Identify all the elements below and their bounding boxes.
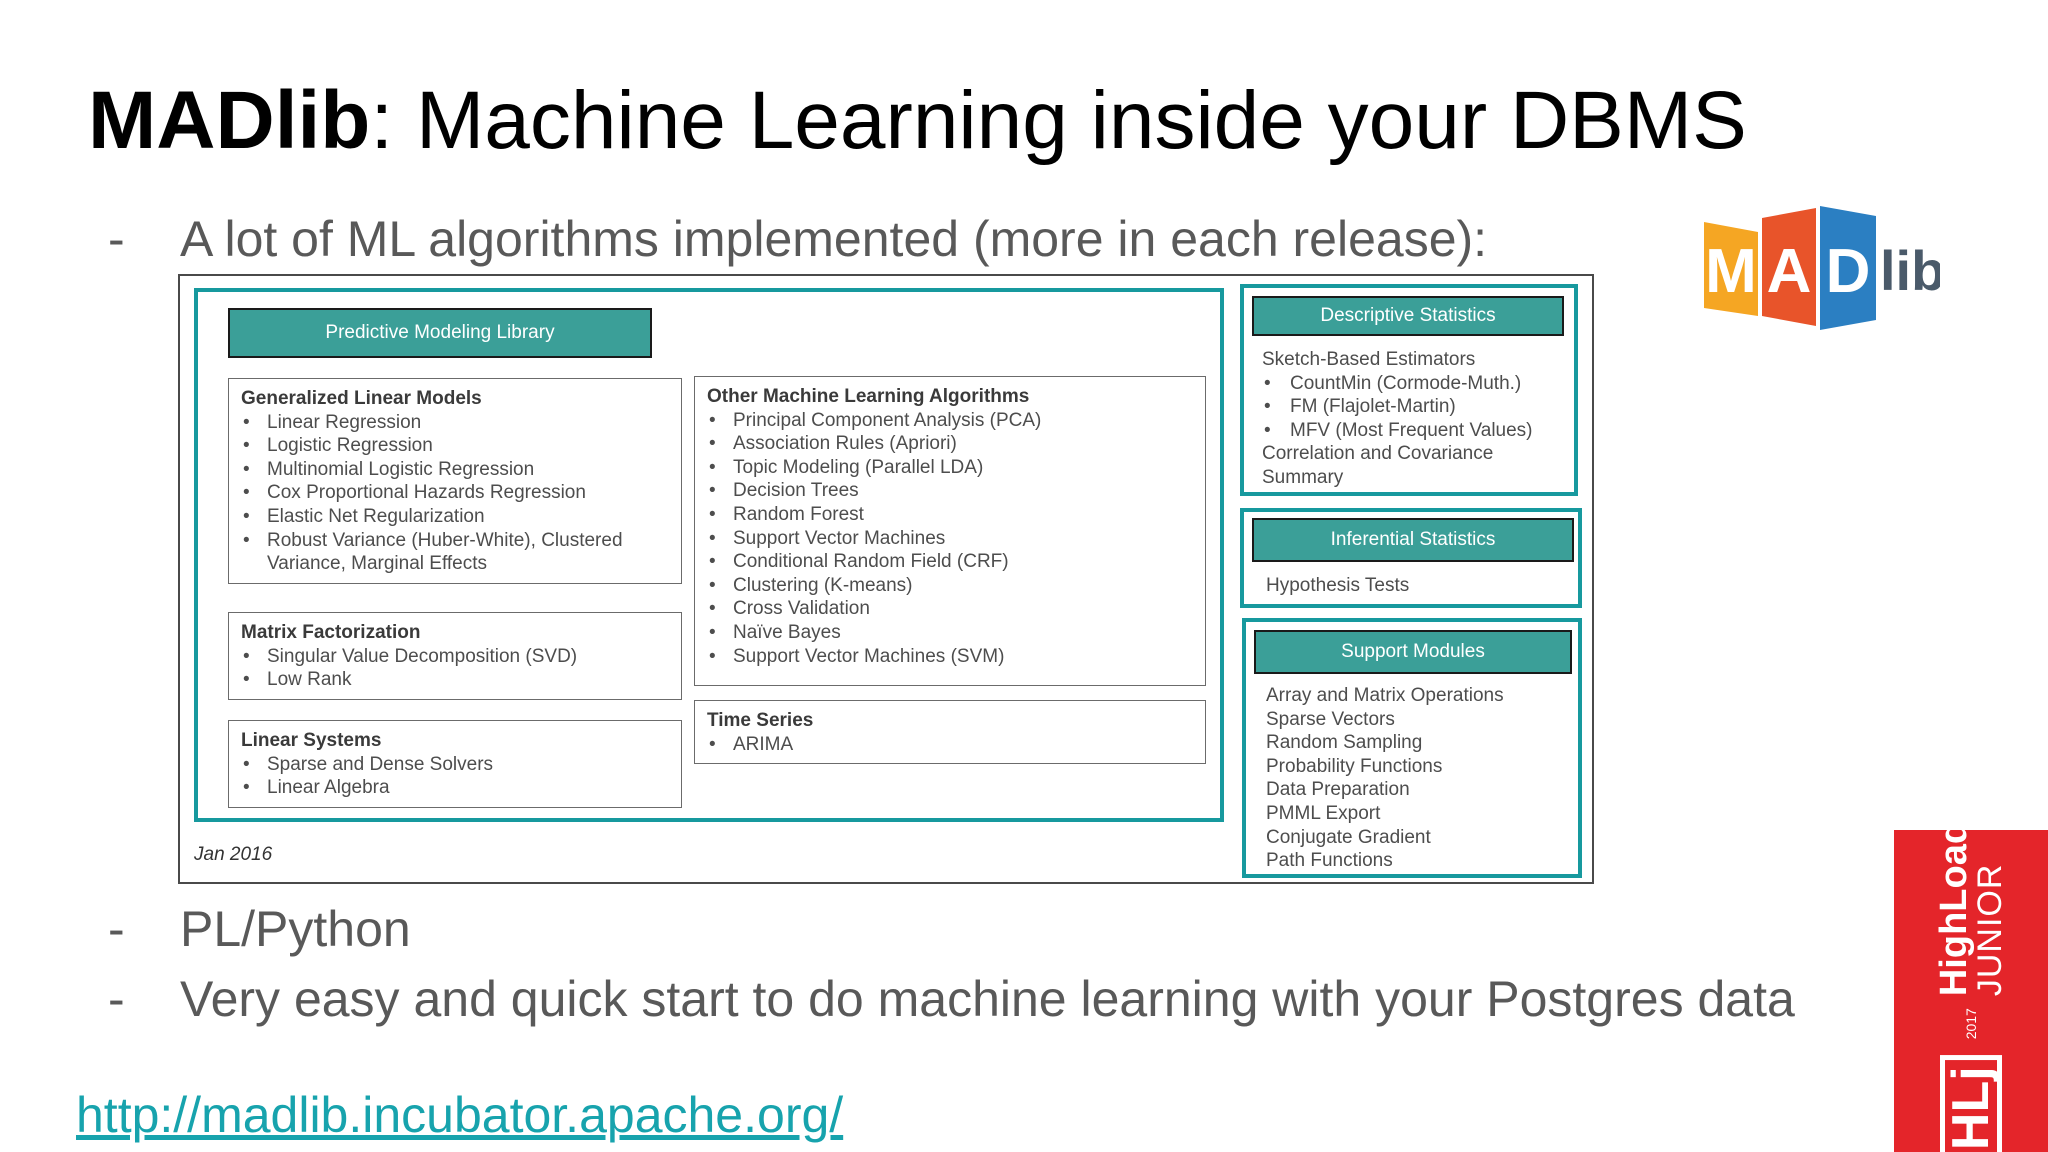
logo-a-panel	[1762, 208, 1816, 326]
other-ml-title: Other Machine Learning Algorithms	[707, 386, 1030, 407]
list-item: CountMin (Cormode-Muth.)	[1262, 372, 1562, 396]
list-item: Clustering (K-means)	[707, 574, 1193, 598]
list-item: Cox Proportional Hazards Regression	[241, 481, 669, 505]
badge-text: HighLoad JUNIOR	[1933, 830, 2009, 997]
glm-title: Generalized Linear Models	[241, 388, 482, 409]
bullet-quick-start: -Very easy and quick start to do machine…	[108, 972, 1795, 1027]
list-item: Support Vector Machines (SVM)	[707, 645, 1193, 669]
other-ml-algorithms-section: Other Machine Learning Algorithms Princi…	[694, 376, 1206, 686]
list-item: Support Vector Machines	[707, 527, 1193, 551]
linear-systems-title: Linear Systems	[241, 730, 382, 751]
logo-m-panel	[1704, 222, 1758, 316]
list-item: Cross Validation	[707, 597, 1193, 621]
hypothesis-tests: Hypothesis Tests	[1266, 575, 1410, 596]
matrix-factorization-section: Matrix Factorization Singular Value Deco…	[228, 612, 682, 700]
sketch-estimators-list: CountMin (Cormode-Muth.) FM (Flajolet-Ma…	[1262, 372, 1562, 443]
list-item: Logistic Regression	[241, 434, 669, 458]
summary: Summary	[1262, 466, 1344, 488]
logo-d-panel	[1820, 206, 1876, 330]
list-item: MFV (Most Frequent Values)	[1262, 419, 1562, 443]
matrix-title: Matrix Factorization	[241, 622, 421, 643]
other-ml-list: Principal Component Analysis (PCA) Assoc…	[707, 409, 1193, 669]
title-bold: MADlib	[88, 75, 371, 166]
descriptive-statistics-header: Descriptive Statistics	[1252, 296, 1564, 336]
madlib-architecture-diagram: Predictive Modeling Library Descriptive …	[178, 274, 1594, 884]
list-item: Sparse Vectors	[1266, 708, 1395, 730]
list-item: Association Rules (Apriori)	[707, 432, 1193, 456]
logo-letter-m: M	[1705, 237, 1757, 306]
time-series-section: Time Series ARIMA	[694, 700, 1206, 764]
bullet-dash: -	[108, 901, 125, 957]
list-item: Path Functions	[1266, 850, 1393, 872]
list-item: Decision Trees	[707, 479, 1193, 503]
sketch-estimators-title: Sketch-Based Estimators	[1262, 349, 1476, 370]
inferential-statistics-content: Hypothesis Tests	[1266, 574, 1409, 598]
madlib-logo: M A D lib	[1704, 206, 1940, 330]
list-item: Random Sampling	[1266, 732, 1423, 754]
list-item: Singular Value Decomposition (SVD)	[241, 645, 669, 669]
predictive-modeling-frame	[194, 288, 1224, 822]
logo-letter-a: A	[1767, 237, 1812, 306]
highload-junior-badge: HLj 2017 HighLoad JUNIOR	[1894, 830, 2048, 1152]
glm-section: Generalized Linear Models Linear Regress…	[228, 378, 682, 584]
list-item: Sparse and Dense Solvers	[241, 753, 669, 777]
matrix-list: Singular Value Decomposition (SVD) Low R…	[241, 645, 669, 692]
support-modules-content: Array and Matrix Operations Sparse Vecto…	[1266, 684, 1504, 873]
correlation-covariance: Correlation and Covariance	[1262, 443, 1494, 465]
logo-suffix: lib	[1880, 239, 1940, 302]
list-item: Low Rank	[241, 668, 669, 692]
bullet-text: Very easy and quick start to do machine …	[180, 971, 1795, 1027]
list-item: Topic Modeling (Parallel LDA)	[707, 456, 1193, 480]
bullet-plpython: -PL/Python	[108, 902, 411, 957]
madlib-website-link[interactable]: http://madlib.incubator.apache.org/	[76, 1087, 844, 1143]
list-item: Probability Functions	[1266, 755, 1443, 777]
inferential-statistics-header: Inferential Statistics	[1252, 518, 1574, 562]
list-item: Robust Variance (Huber-White), Clustered…	[241, 529, 669, 576]
hlj-logo-mark: HLj	[1940, 1055, 2002, 1152]
bullet-dash: -	[108, 211, 125, 267]
bullet-algorithms: -A lot of ML algorithms implemented (mor…	[108, 212, 1487, 267]
badge-content: HLj 2017 HighLoad JUNIOR	[1933, 830, 2009, 1152]
diagram-date: Jan 2016	[194, 844, 273, 865]
time-series-title: Time Series	[707, 710, 814, 731]
glm-list: Linear Regression Logistic Regression Mu…	[241, 411, 669, 576]
list-item: Principal Component Analysis (PCA)	[707, 409, 1193, 433]
list-item: FM (Flajolet-Martin)	[1262, 395, 1562, 419]
descriptive-statistics-frame	[1240, 284, 1578, 496]
list-item: Data Preparation	[1266, 779, 1410, 801]
descriptive-statistics-content: Sketch-Based Estimators CountMin (Cormod…	[1262, 348, 1562, 490]
slide-title: MADlib: Machine Learning inside your DBM…	[88, 75, 1747, 166]
time-series-list: ARIMA	[707, 733, 1193, 757]
linear-systems-list: Sparse and Dense Solvers Linear Algebra	[241, 753, 669, 800]
list-item: Conjugate Gradient	[1266, 826, 1431, 848]
bullet-text: PL/Python	[180, 901, 411, 957]
list-item: ARIMA	[707, 733, 1193, 757]
list-item: Naïve Bayes	[707, 621, 1193, 645]
bullet-dash: -	[108, 971, 125, 1027]
support-modules-frame	[1242, 618, 1582, 878]
list-item: Random Forest	[707, 503, 1193, 527]
predictive-modeling-header: Predictive Modeling Library	[228, 308, 652, 358]
badge-name: HighLoad	[1933, 830, 1975, 997]
list-item: Array and Matrix Operations	[1266, 685, 1504, 706]
list-item: Conditional Random Field (CRF)	[707, 550, 1193, 574]
list-item: Linear Algebra	[241, 776, 669, 800]
logo-letter-d: D	[1826, 237, 1871, 306]
badge-year: 2017	[1963, 1008, 1979, 1040]
badge-subtitle: JUNIOR	[1971, 863, 2009, 997]
inferential-statistics-frame	[1240, 508, 1582, 608]
linear-systems-section: Linear Systems Sparse and Dense Solvers …	[228, 720, 682, 808]
title-rest: : Machine Learning inside your DBMS	[370, 75, 1747, 166]
bullet-text: A lot of ML algorithms implemented (more…	[180, 211, 1488, 267]
list-item: Multinomial Logistic Regression	[241, 458, 669, 482]
list-item: PMML Export	[1266, 802, 1381, 824]
list-item: Elastic Net Regularization	[241, 505, 669, 529]
list-item: Linear Regression	[241, 411, 669, 435]
support-modules-header: Support Modules	[1254, 630, 1572, 674]
